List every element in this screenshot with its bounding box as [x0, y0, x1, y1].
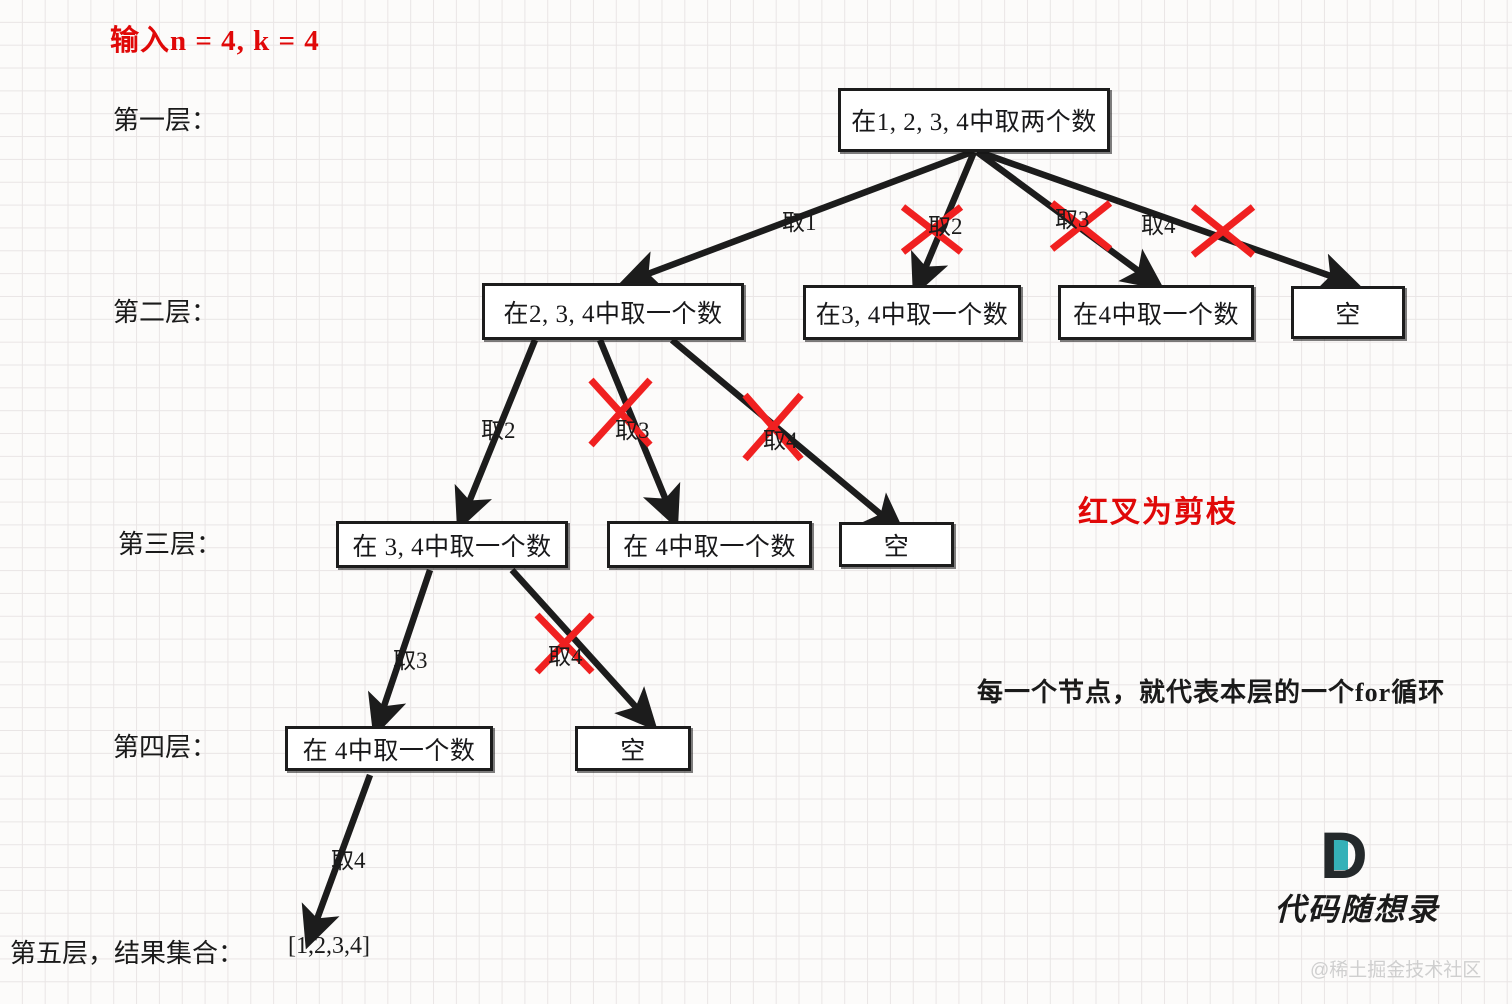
- prune-cross-root-l2n4: [1190, 204, 1256, 258]
- logo-teal-bar: [1328, 836, 1348, 870]
- logo-text: 代码随想录: [1274, 892, 1440, 927]
- prune-legend-note: 红叉为剪枝: [1078, 496, 1238, 529]
- layer-label-2: 第二层：: [113, 298, 218, 327]
- logo-letter: D: [1320, 818, 1368, 892]
- node-l2n3[interactable]: 在4中取一个数: [1058, 285, 1254, 340]
- node-root[interactable]: 在1, 2, 3, 4中取两个数: [838, 88, 1110, 152]
- node-l4n2[interactable]: 空: [575, 726, 691, 771]
- node-l3n3[interactable]: 空: [839, 522, 954, 567]
- edge-label-l3n1-l4n2: 取4: [548, 644, 583, 669]
- node-l2n2[interactable]: 在3, 4中取一个数: [803, 285, 1021, 340]
- edge-label-root-l2n2: 取2: [928, 214, 963, 239]
- edge-label-root-l2n1: 取1: [782, 210, 817, 235]
- brand-logo: D 代码随想录: [1272, 818, 1442, 936]
- edge-label-l2n1-l3n2: 取3: [615, 418, 650, 443]
- edge-label-root-l2n4: 取4: [1141, 213, 1176, 238]
- node-l4n1[interactable]: 在 4中取一个数: [285, 726, 493, 771]
- watermark: @稀土掘金技术社区: [1310, 960, 1482, 981]
- edge-label-l2n1-l3n3: 取4: [763, 428, 798, 453]
- edge-label-l3n1-l4n1: 取3: [393, 648, 428, 673]
- node-meaning-note: 每一个节点，就代表本层的一个for循环: [977, 678, 1446, 707]
- edge-label-l2n1-l3n1: 取2: [481, 418, 516, 443]
- logo-d-icon: D: [1320, 818, 1382, 892]
- layer-label-5: 第五层，结果集合：: [10, 939, 245, 968]
- layer-label-3: 第三层：: [118, 530, 223, 559]
- node-l2n4[interactable]: 空: [1291, 286, 1405, 339]
- result-set-value: [1,2,3,4]: [288, 933, 370, 959]
- node-l2n1[interactable]: 在2, 3, 4中取一个数: [482, 283, 744, 340]
- layer-label-1: 第一层：: [113, 106, 218, 135]
- node-l3n2[interactable]: 在 4中取一个数: [607, 521, 812, 568]
- input-note: 输入n = 4, k = 4: [110, 25, 320, 57]
- node-l3n1[interactable]: 在 3, 4中取一个数: [336, 521, 568, 568]
- layer-label-4: 第四层：: [113, 733, 218, 762]
- edge-label-root-l2n3: 取3: [1055, 207, 1090, 232]
- edge-label-l4n1-result: 取4: [331, 848, 366, 873]
